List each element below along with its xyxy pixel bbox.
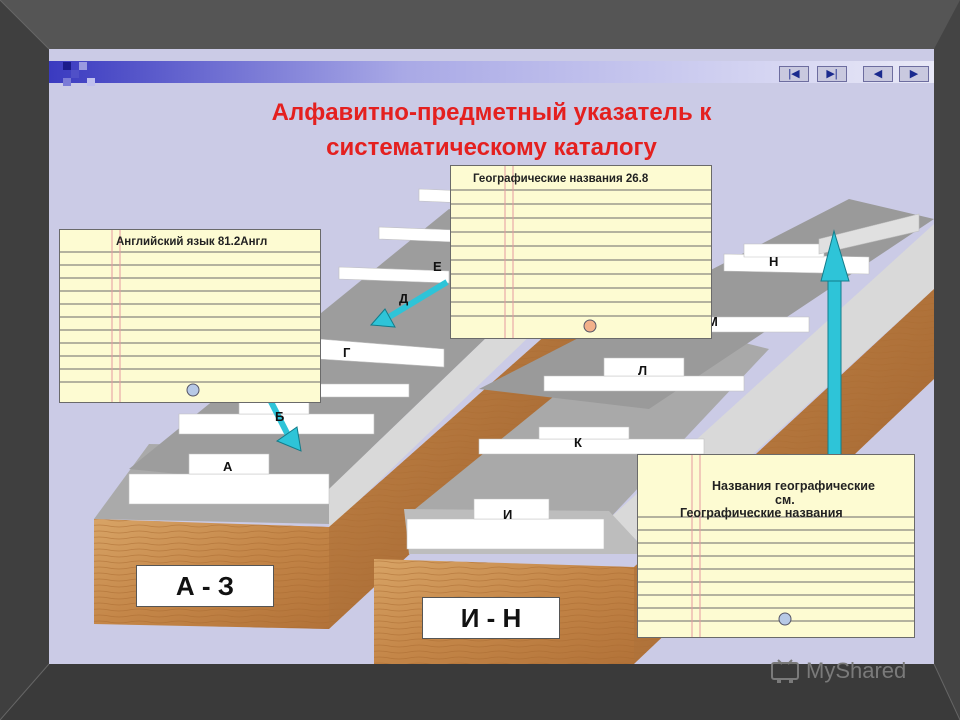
arrow-up [820,229,850,470]
tab-letter-l: Л [638,363,648,378]
tab-letter-e: Е [433,259,442,274]
deco-square [63,78,71,86]
first-slide-button[interactable]: |◀ [779,66,809,82]
watermark: MyShared [770,658,906,684]
arrow-geo-card [369,279,449,328]
tab-letter-a: А [223,459,233,474]
tab-letter-m: М [707,314,718,329]
next-slide-button[interactable]: ▶ [899,66,929,82]
tab-letter-n: Н [769,254,779,269]
card-english: Английский язык 81.2Англ [59,229,321,403]
tab-letter-d: Д [399,291,409,306]
drawer-label-left: А - З [136,565,274,607]
deco-square [87,78,95,86]
watermark-text: MyShared [806,658,907,683]
slide-title-line1: Алфавитно-предметный указатель к [271,99,712,126]
deco-square [79,62,87,70]
card-names-line2: см. [775,493,795,507]
prev-slide-button[interactable]: ◀ [863,66,893,82]
prev-slide-icon: ◀ [873,67,883,80]
header-bar [49,61,934,83]
card-geo: Географические названия 26.8 [450,165,712,339]
next-slide-icon: ▶ [909,67,919,80]
slide-title-line2: систематическому каталогу [326,134,657,161]
tab-letter-b: Б [275,409,285,424]
card-english-text: Английский язык 81.2Англ [116,236,268,248]
card-geo-text: Географические названия 26.8 [473,173,649,185]
last-slide-button[interactable]: ▶| [817,66,847,82]
tab-letter-i: И [503,507,513,522]
card-names-line1: Названия географические [712,479,875,493]
tab-letter-k: К [574,435,582,450]
deco-square [63,62,71,70]
tab-letter-g: Г [343,345,351,360]
first-slide-icon: |◀ [788,67,800,80]
drawer-label-right: И - Н [422,597,560,639]
deco-square [71,70,79,78]
slide: |◀ ▶| ◀ ▶ [49,49,934,664]
card-names-line3: Географические названия [680,506,843,520]
last-slide-icon: ▶| [826,67,838,80]
watermark-logo-icon [771,659,799,683]
card-names: Названия географические см. Географическ… [637,454,915,638]
